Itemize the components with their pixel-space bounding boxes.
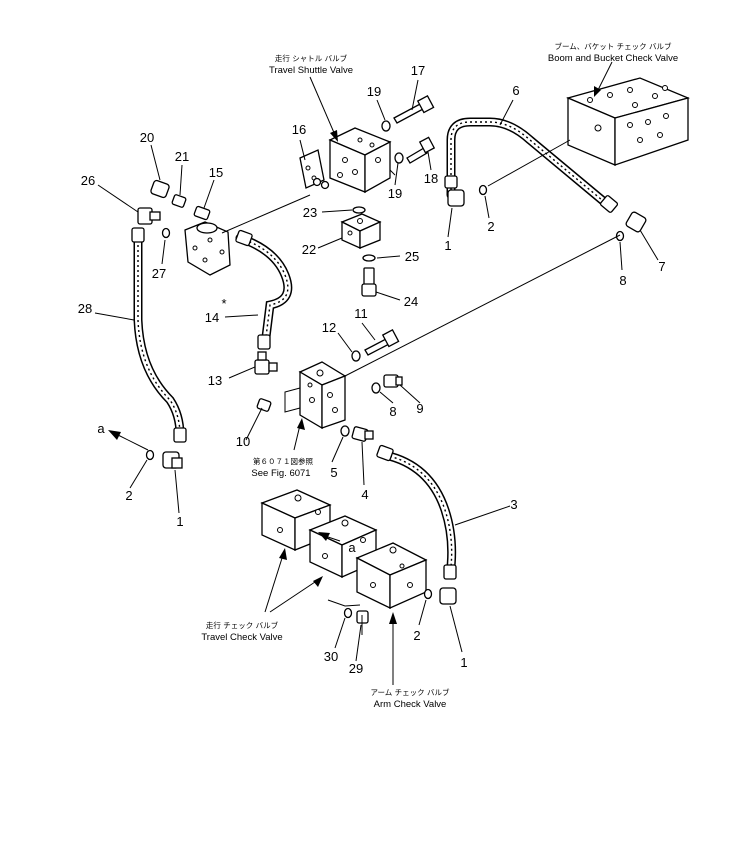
main-valve-block <box>298 361 347 430</box>
callout-2: 2 <box>487 219 494 234</box>
callout-6: 6 <box>512 83 519 98</box>
travel-check-valve-1 <box>260 489 332 552</box>
part-23-oring <box>352 206 366 214</box>
lower-left-fittings <box>145 449 183 469</box>
callout-10: 10 <box>236 434 250 449</box>
callout-17: 17 <box>411 63 425 78</box>
arm-check-caption: Arm Check Valve <box>374 699 447 710</box>
part-21-fitting <box>171 194 187 208</box>
part-22-block <box>340 213 382 250</box>
callout-star: * <box>221 296 226 311</box>
arm-check-caption-jp: アーム チェック バルブ <box>370 687 450 697</box>
part-19-washers <box>381 120 404 164</box>
travel-check-caption-jp: 走行 チェック バルブ <box>206 620 279 630</box>
part-15-valve <box>184 205 231 276</box>
callout-29: 29 <box>349 661 363 676</box>
hose-end-fittings <box>131 175 619 580</box>
callout-28: 28 <box>78 301 92 316</box>
travel-shuttle-caption: Travel Shuttle Valve <box>269 65 353 76</box>
callout-7: 7 <box>658 259 665 274</box>
part-26-elbow <box>137 207 161 225</box>
callout-19: 19 <box>367 84 381 99</box>
part-5-oring <box>340 425 350 437</box>
part-16-gasket <box>299 149 330 190</box>
callout-14: 14 <box>205 310 219 325</box>
callout-11: 11 <box>354 306 368 321</box>
callout-26: 26 <box>81 173 95 188</box>
part-17-bolt <box>393 95 435 124</box>
part-12-washer <box>351 350 361 362</box>
part-27-oring <box>161 227 171 239</box>
captions: 走行 シャトル バルブ Travel Shuttle Valve ブーム、バケッ… <box>201 41 678 710</box>
callout-15: 15 <box>209 165 223 180</box>
hose-28 <box>133 230 185 440</box>
callout-23: 23 <box>303 205 317 220</box>
part-20-nut <box>150 179 170 199</box>
boom-bucket-caption: Boom and Bucket Check Valve <box>548 53 678 64</box>
callout-a: a <box>97 421 105 436</box>
travel-shuttle-valve <box>328 127 392 194</box>
boom-bucket-caption-jp: ブーム、バケット チェック バルブ <box>554 41 672 51</box>
callout-8: 8 <box>619 273 626 288</box>
callout-13: 13 <box>208 373 222 388</box>
part-13-fitting <box>254 351 278 375</box>
callout-2b: 2 <box>125 488 132 503</box>
callout-12: 12 <box>322 320 336 335</box>
hose-3 <box>380 450 457 580</box>
callout-1b: 1 <box>176 514 183 529</box>
callout-1c: 1 <box>460 655 467 670</box>
callout-4: 4 <box>361 487 368 502</box>
see-fig-caption-jp: 第６０７１図参照 <box>253 456 313 466</box>
leader-lines <box>94 79 659 662</box>
callout-16: 16 <box>292 122 306 137</box>
travel-check-caption: Travel Check Valve <box>201 632 282 643</box>
upper-right-fittings <box>447 184 647 242</box>
part-11-bolt <box>364 329 400 356</box>
callout-numbers: 20 21 15 26 27 28 14 * 13 10 16 17 19 19… <box>78 63 666 676</box>
callout-9: 9 <box>416 401 423 416</box>
callout-27: 27 <box>152 266 166 281</box>
arm-check-valve <box>355 542 428 610</box>
callout-19b: 19 <box>388 186 402 201</box>
travel-shuttle-caption-jp: 走行 シャトル バルブ <box>275 53 348 63</box>
callout-24: 24 <box>404 294 418 309</box>
callout-20: 20 <box>140 130 154 145</box>
part-18-bolt <box>406 136 436 164</box>
lower-right-fittings <box>343 587 457 624</box>
callout-8b: 8 <box>389 404 396 419</box>
callout-21: 21 <box>175 149 189 164</box>
callout-5: 5 <box>330 465 337 480</box>
callout-a2: a <box>348 540 356 555</box>
hose-6 <box>446 117 613 210</box>
part-8-oring <box>371 382 381 394</box>
callout-3: 3 <box>510 497 517 512</box>
part-4-fitting <box>351 426 374 442</box>
hose-14 <box>235 233 293 350</box>
callout-30: 30 <box>324 649 338 664</box>
caption-arrows <box>108 61 613 685</box>
part-9-plug <box>383 374 403 388</box>
callout-22: 22 <box>302 242 316 257</box>
callout-1: 1 <box>444 238 451 253</box>
part-25-washer <box>362 254 376 262</box>
callout-25: 25 <box>405 249 419 264</box>
callout-18: 18 <box>424 171 438 186</box>
boom-bucket-check-valve <box>566 77 690 166</box>
part-10-plug <box>256 398 272 412</box>
callout-2c: 2 <box>413 628 420 643</box>
see-fig-caption: See Fig. 6071 <box>251 468 310 479</box>
part-24-bolt <box>361 267 377 297</box>
